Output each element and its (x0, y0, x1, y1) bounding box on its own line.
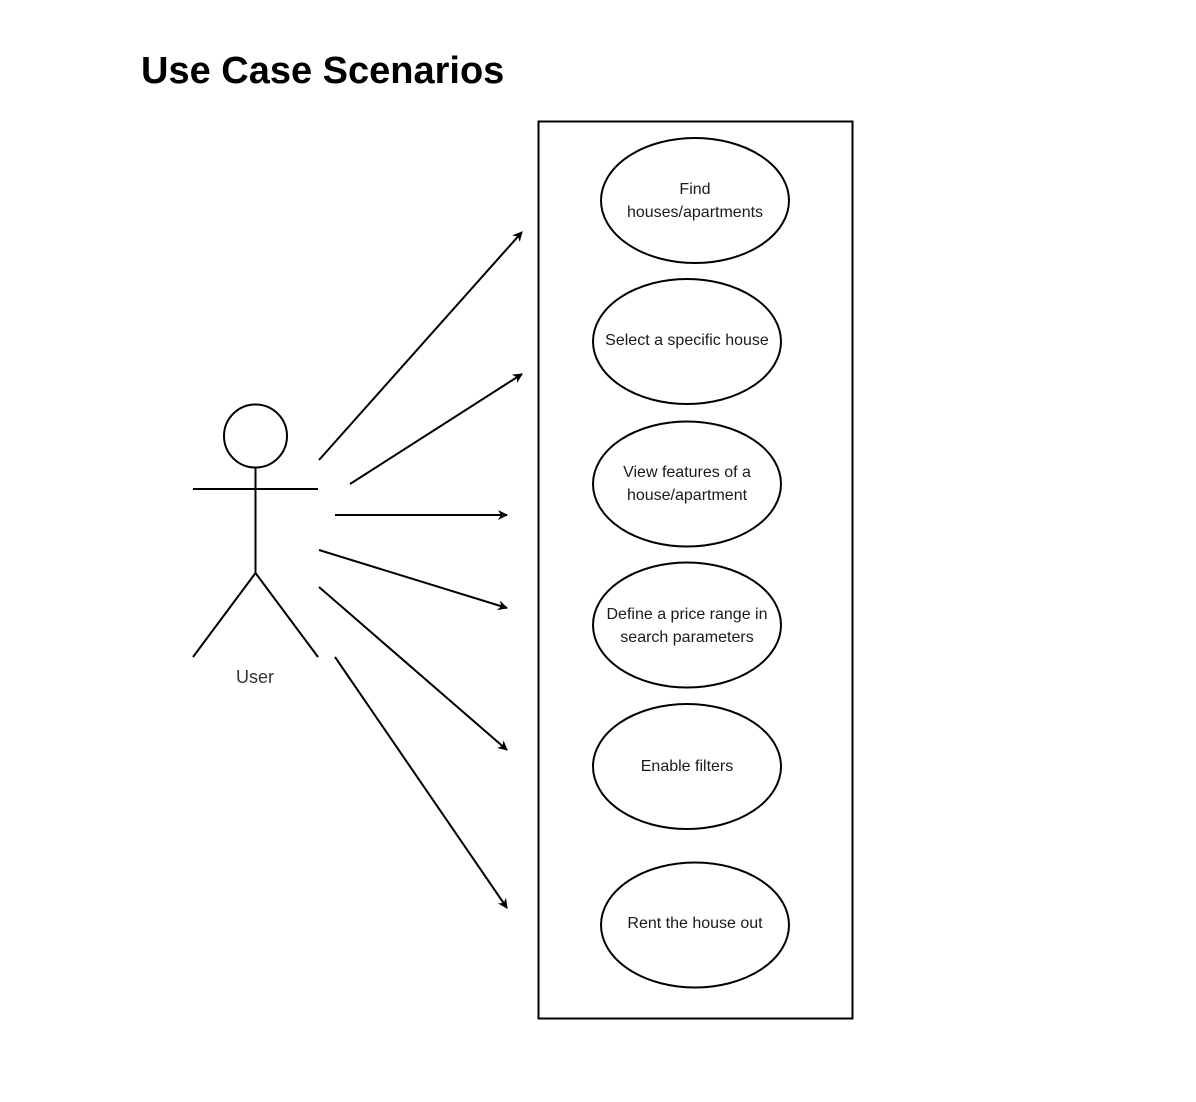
association-arrows (318, 231, 523, 909)
use-case-ellipse-find-houses (600, 137, 790, 264)
arrow-enable-filters (318, 586, 508, 751)
arrow-define-price-range (318, 549, 508, 611)
page-title: Use Case Scenarios (141, 50, 505, 92)
use-case-ellipse-select-house (592, 278, 782, 405)
arrow-rent-house (334, 656, 508, 909)
arrow-select-house (349, 373, 523, 485)
use-case-ellipse-define-price-range (592, 561, 782, 689)
arrow-find-houses (318, 231, 523, 461)
actor-label: User (235, 667, 274, 687)
actor-right-leg (254, 572, 319, 658)
use-case-ellipse-enable-filters (592, 703, 782, 830)
use-case-ellipse-view-features (592, 420, 782, 548)
use-case-ellipse-rent-house (600, 861, 790, 989)
actor-left-leg (192, 572, 257, 658)
actor-head (223, 403, 288, 469)
system-boundary (537, 120, 854, 1020)
actor-stick-figure (192, 403, 319, 658)
